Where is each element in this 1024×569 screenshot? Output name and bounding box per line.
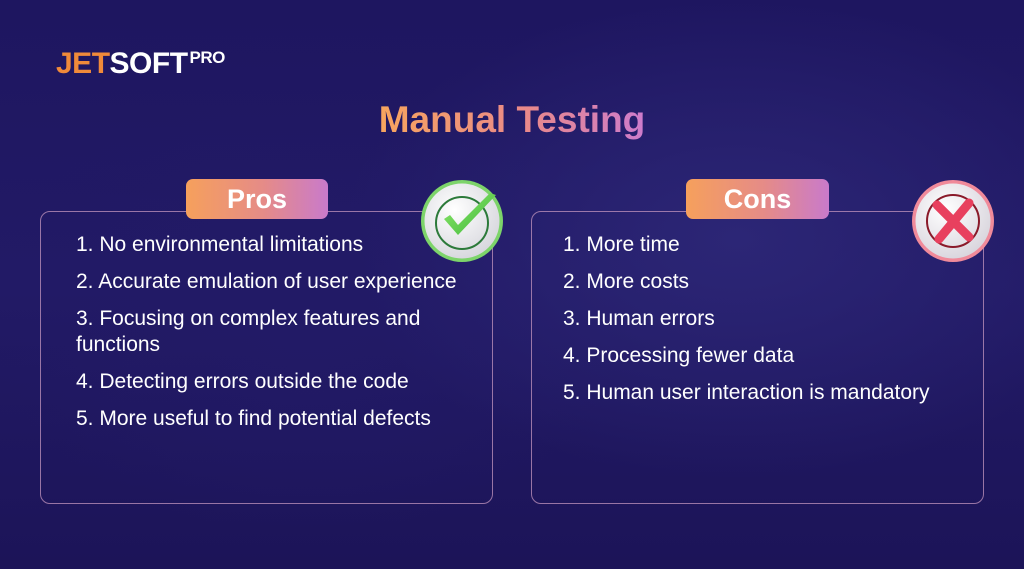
cons-list: 1. More time 2. More costs 3. Human erro… [563, 232, 953, 417]
page-title: Manual Testing [0, 98, 1024, 142]
pros-list: 1. No environmental limitations 2. Accur… [76, 232, 476, 443]
page-title-text: Manual Testing [378, 99, 646, 140]
logo-jet: JET [56, 47, 110, 80]
check-circle-icon [420, 179, 504, 263]
list-item: 1. No environmental limitations [76, 233, 364, 256]
logo-soft: SOFT [109, 47, 189, 80]
cons-label-badge: Cons [686, 179, 829, 219]
jetsoftpro-logo: JET SOFT PRO [56, 46, 225, 82]
x-circle-icon [911, 179, 995, 263]
list-item: 1. More time [563, 233, 680, 256]
list-item: 4. Processing fewer data [563, 344, 795, 367]
list-item: 2. More costs [563, 270, 690, 293]
list-item: 3. Human errors [563, 307, 715, 330]
list-item: 2. Accurate emulation of user experience [76, 270, 457, 293]
list-item: 4. Detecting errors outside the code [76, 370, 409, 393]
list-item: 3. Focusing on complex features and func… [76, 307, 421, 356]
pros-label-badge: Pros [186, 179, 328, 219]
logo-pro: PRO [189, 48, 226, 67]
list-item: 5. More useful to find potential defects [76, 407, 431, 430]
list-item: 5. Human user interaction is mandatory [563, 381, 930, 404]
